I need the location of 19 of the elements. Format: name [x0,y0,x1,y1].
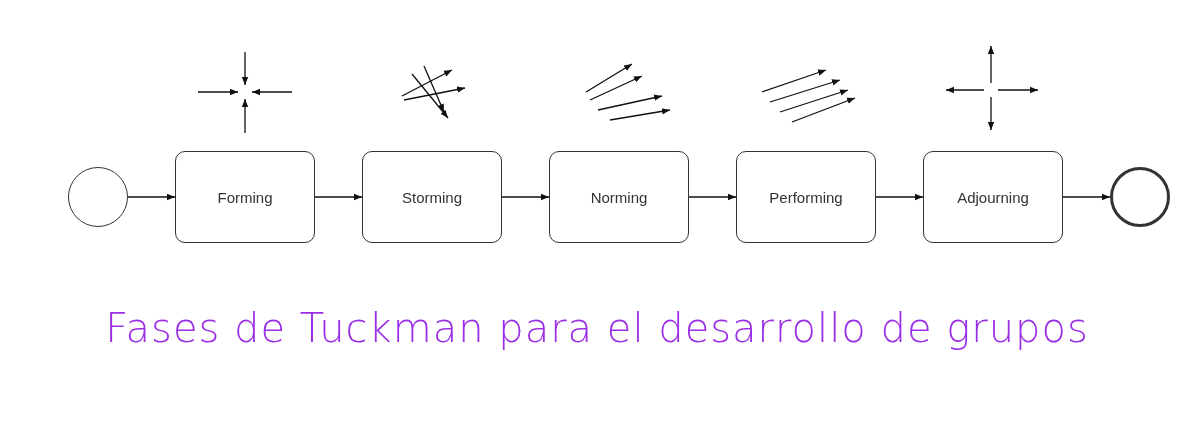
task-box [923,151,1063,243]
end-event-circle [1110,167,1170,227]
title: Fases de Tuckman para el desarrollo de grupos [104,305,1090,351]
start-event-circle [68,167,128,227]
task-box [736,151,876,243]
task-label: Adjourning [957,188,1029,206]
arrow [501,193,550,201]
task-box [549,151,689,243]
task-label: Performing [769,188,843,206]
task-label: Storming [402,188,462,206]
arrow [688,193,737,201]
task-box [362,151,502,243]
arrow [875,193,924,201]
arrow [1062,193,1111,201]
task-box [175,151,315,243]
task-label: Forming [217,188,273,206]
arrow [314,193,363,201]
arrow [127,193,176,201]
task-label: Norming [590,188,648,206]
